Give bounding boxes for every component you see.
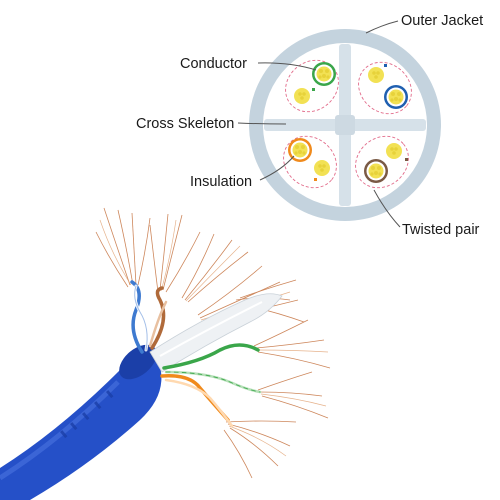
label-cross-skeleton: Cross Skeleton	[136, 116, 234, 132]
twisted-pair-blue	[358, 61, 412, 115]
callout-twisted-pair	[373, 189, 401, 228]
cable-illustration	[0, 207, 331, 500]
jacket-cut-end	[119, 344, 157, 380]
copper-strands	[95, 207, 331, 479]
jacket-print	[59, 390, 114, 439]
callout-outer-jacket	[365, 20, 399, 34]
cable-cross-section	[249, 29, 441, 221]
twisted-pair-brown	[355, 135, 409, 189]
label-twisted-pair: Twisted pair	[402, 222, 480, 238]
wire-orange-pair	[160, 374, 234, 428]
callout-insulation	[259, 155, 295, 181]
pair-outline	[358, 61, 412, 115]
conductor-white-green	[294, 88, 310, 104]
conductor-white-blue	[368, 67, 384, 83]
cross-skeleton	[264, 44, 426, 206]
wire-blue-pair	[130, 280, 149, 354]
callout-cross-skeleton	[237, 122, 287, 125]
label-outer-jacket: Outer Jacket	[401, 13, 483, 29]
conductor-white-orange	[314, 160, 330, 176]
label-insulation: Insulation	[190, 174, 252, 190]
conductor-white-brown	[386, 143, 402, 159]
wire-green-pair	[162, 343, 262, 394]
callout-lines	[237, 20, 401, 228]
twisted-pair-green	[285, 59, 339, 113]
wire-brown-pair	[148, 286, 168, 350]
callout-conductor	[257, 62, 317, 71]
label-conductor: Conductor	[180, 56, 247, 72]
cable-jacket	[0, 344, 162, 500]
pair-outline	[355, 135, 409, 189]
cross-separator-strip	[149, 293, 283, 373]
